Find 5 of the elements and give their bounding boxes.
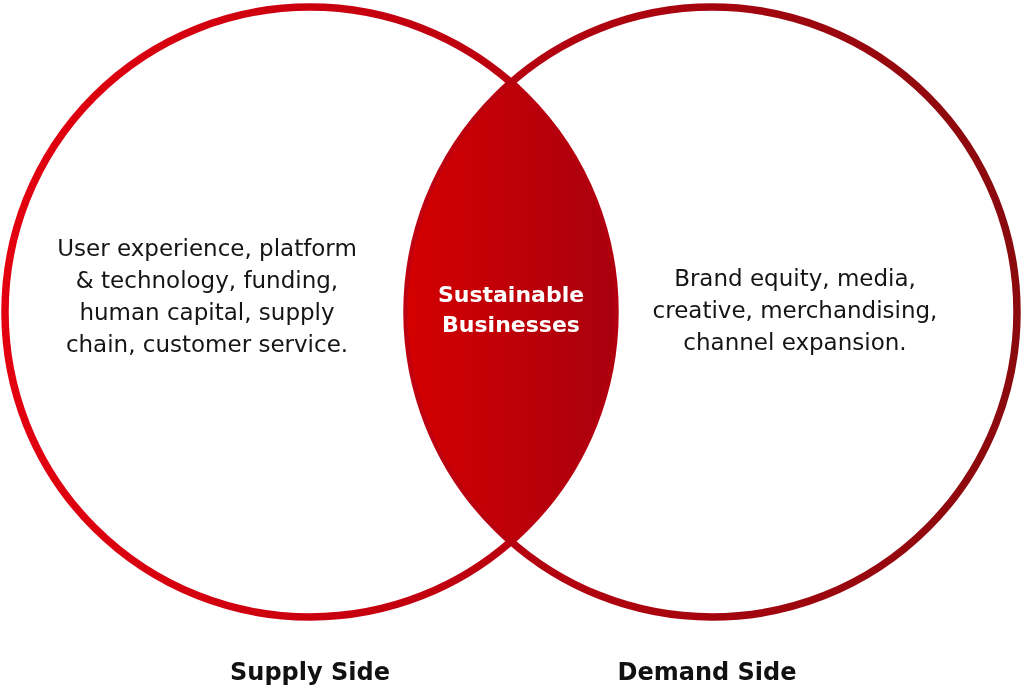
- circle-heading: Demand Side: [617, 657, 797, 687]
- circle-description: User experience, platform & technology, funding, human capital, supply chain, customer service.: [56, 234, 358, 359]
- circle-heading: Supply Side: [230, 657, 390, 687]
- circle-description: Brand equity, media, creative, merchandising, channel expansion.: [651, 264, 939, 357]
- intersection-label: Sustainable Businesses: [436, 281, 586, 339]
